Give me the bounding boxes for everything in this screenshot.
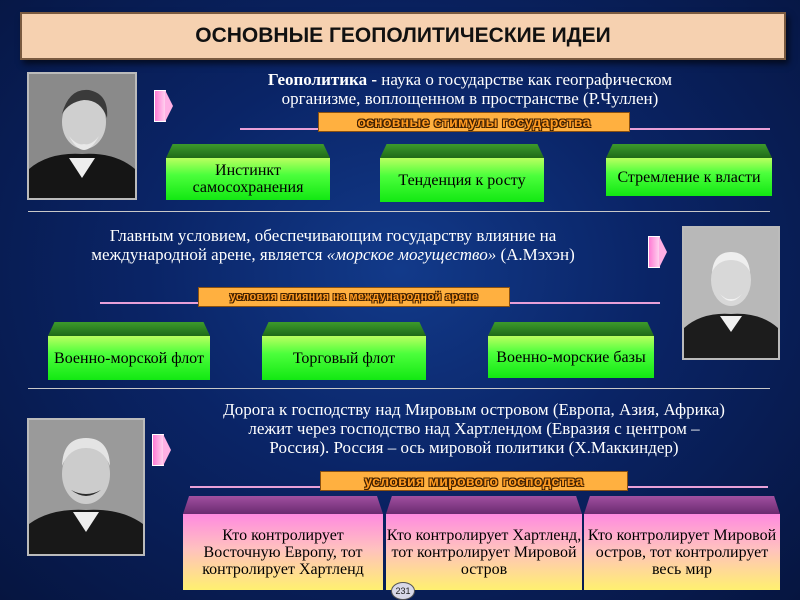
pointer-marker (648, 236, 667, 268)
page-title: ОСНОВНЫЕ ГЕОПОЛИТИЧЕСКИЕ ИДЕИ (195, 24, 611, 47)
portrait-mackinder (27, 418, 145, 556)
box-heartland: Кто контролирует Хартленд, тот контролир… (386, 496, 582, 590)
box-world-island: Кто контролирует Мировой остров, тот кон… (584, 496, 780, 590)
title-box: ОСНОВНЫЕ ГЕОПОЛИТИЧЕСКИЕ ИДЕИ (20, 12, 786, 60)
sea-power-quote: «морское могущество» (326, 245, 497, 264)
portrait-mahan (682, 226, 780, 360)
section-separator (28, 211, 770, 212)
section-label-stimuli: основные стимулы государства (318, 112, 630, 132)
definition-geopolitics: Геополитика - наука о государстве как ге… (185, 70, 755, 108)
definition-mackinder: Дорога к господству над Мировым островом… (168, 400, 780, 457)
term-geopolitics: Геополитика - (267, 70, 377, 89)
box-growth-tendency: Тенденция к росту (380, 144, 544, 202)
box-power-striving: Стремление к власти (606, 144, 772, 196)
mahan-line1: Главным условием, обеспечивающим государ… (109, 226, 557, 245)
mahan-line2-start: международной арене, является (91, 245, 327, 264)
box-eastern-europe: Кто контролирует Восточную Европу, тот к… (183, 496, 383, 590)
pointer-marker (154, 90, 173, 122)
definition-line1: наука о государстве как географическом (377, 70, 673, 89)
definition-line2: организме, воплощенном в пространстве (Р… (281, 89, 659, 108)
pointer-marker (152, 434, 171, 466)
section-label-influence: условия влияния на международной арене (198, 287, 510, 307)
section-separator (28, 388, 770, 389)
mackinder-line1: Дорога к господству над Мировым островом… (223, 400, 725, 419)
box-self-preservation: Инстинкт самосохранения (166, 144, 330, 200)
mackinder-line2: лежит через господство над Хартлендом (Е… (248, 419, 700, 438)
mackinder-line3: Россия). Россия – ось мировой политики (… (269, 438, 679, 457)
definition-mahan: Главным условием, обеспечивающим государ… (28, 226, 638, 264)
section-label-domination: условия мирового господства (320, 471, 628, 491)
box-navy: Военно-морской флот (48, 322, 210, 380)
box-naval-bases: Военно-морские базы (488, 322, 654, 378)
mahan-line2-end: (А.Мэхэн) (496, 245, 575, 264)
portrait-chullen (27, 72, 137, 200)
page-number-badge: 231 (391, 582, 415, 600)
box-merchant-fleet: Торговый флот (262, 322, 426, 380)
